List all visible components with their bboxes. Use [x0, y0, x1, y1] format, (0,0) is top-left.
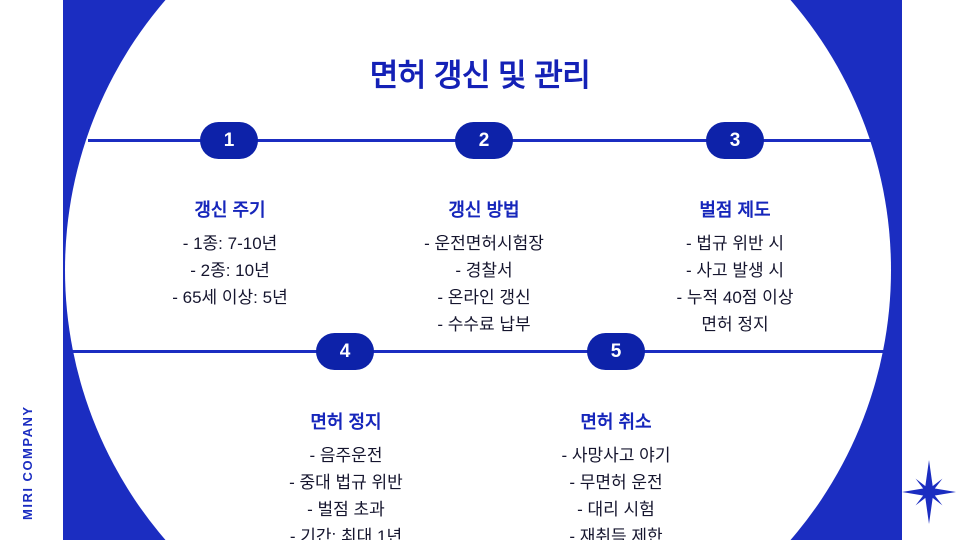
list-item: - 1종: 7-10년	[182, 234, 278, 253]
list-item: 면허 정지	[701, 315, 769, 334]
list-item: - 운전면허시험장	[424, 234, 544, 253]
sparkle-icon	[902, 460, 956, 524]
column-heading: 갱신 방법	[448, 200, 520, 220]
step-badge-3: 3	[706, 122, 764, 159]
timeline-row2-line	[68, 350, 884, 353]
column-penalty-points: 벌점 제도 - 법규 위반 시 - 사고 발생 시 - 누적 40점 이상 면허…	[615, 196, 855, 338]
list-item: - 대리 시험	[577, 500, 655, 519]
column-renewal-cycle: 갱신 주기 - 1종: 7-10년 - 2종: 10년 - 65세 이상: 5년	[110, 196, 350, 311]
white-circle-background	[65, 0, 891, 540]
column-heading: 벌점 제도	[699, 200, 771, 220]
list-item: - 2종: 10년	[190, 261, 270, 280]
column-license-revocation: 면허 취소 - 사망사고 야기 - 무면허 운전 - 대리 시험 - 재취득 제…	[496, 408, 736, 540]
list-item: - 경찰서	[455, 261, 513, 280]
list-item: - 법규 위반 시	[685, 234, 785, 253]
column-heading: 갱신 주기	[194, 200, 266, 220]
list-item: - 음주운전	[309, 446, 383, 465]
step-badge-4: 4	[316, 333, 374, 370]
list-item: - 사망사고 야기	[561, 446, 671, 465]
column-renewal-method: 갱신 방법 - 운전면허시험장 - 경찰서 - 온라인 갱신 - 수수료 납부	[364, 196, 604, 338]
list-item: - 수수료 납부	[437, 315, 531, 334]
list-item: - 재취득 제한	[569, 527, 663, 540]
list-item: - 사고 발생 시	[685, 261, 785, 280]
step-badge-2: 2	[455, 122, 513, 159]
step-badge-5: 5	[587, 333, 645, 370]
column-heading: 면허 취소	[580, 412, 652, 432]
page-title: 면허 갱신 및 관리	[369, 58, 591, 93]
list-item: - 중대 법규 위반	[289, 473, 403, 492]
column-heading: 면허 정지	[310, 412, 382, 432]
list-item: - 벌점 초과	[307, 500, 385, 519]
list-item: - 무면허 운전	[569, 473, 663, 492]
column-license-suspension: 면허 정지 - 음주운전 - 중대 법규 위반 - 벌점 초과 - 기간: 최대…	[226, 408, 466, 540]
brand-vertical-text: MIRI COMPANY	[20, 405, 35, 520]
list-item: - 65세 이상: 5년	[172, 288, 288, 307]
step-badge-1: 1	[200, 122, 258, 159]
list-item: - 온라인 갱신	[437, 288, 531, 307]
list-item: - 기간: 최대 1년	[289, 527, 403, 540]
list-item: - 누적 40점 이상	[676, 288, 794, 307]
